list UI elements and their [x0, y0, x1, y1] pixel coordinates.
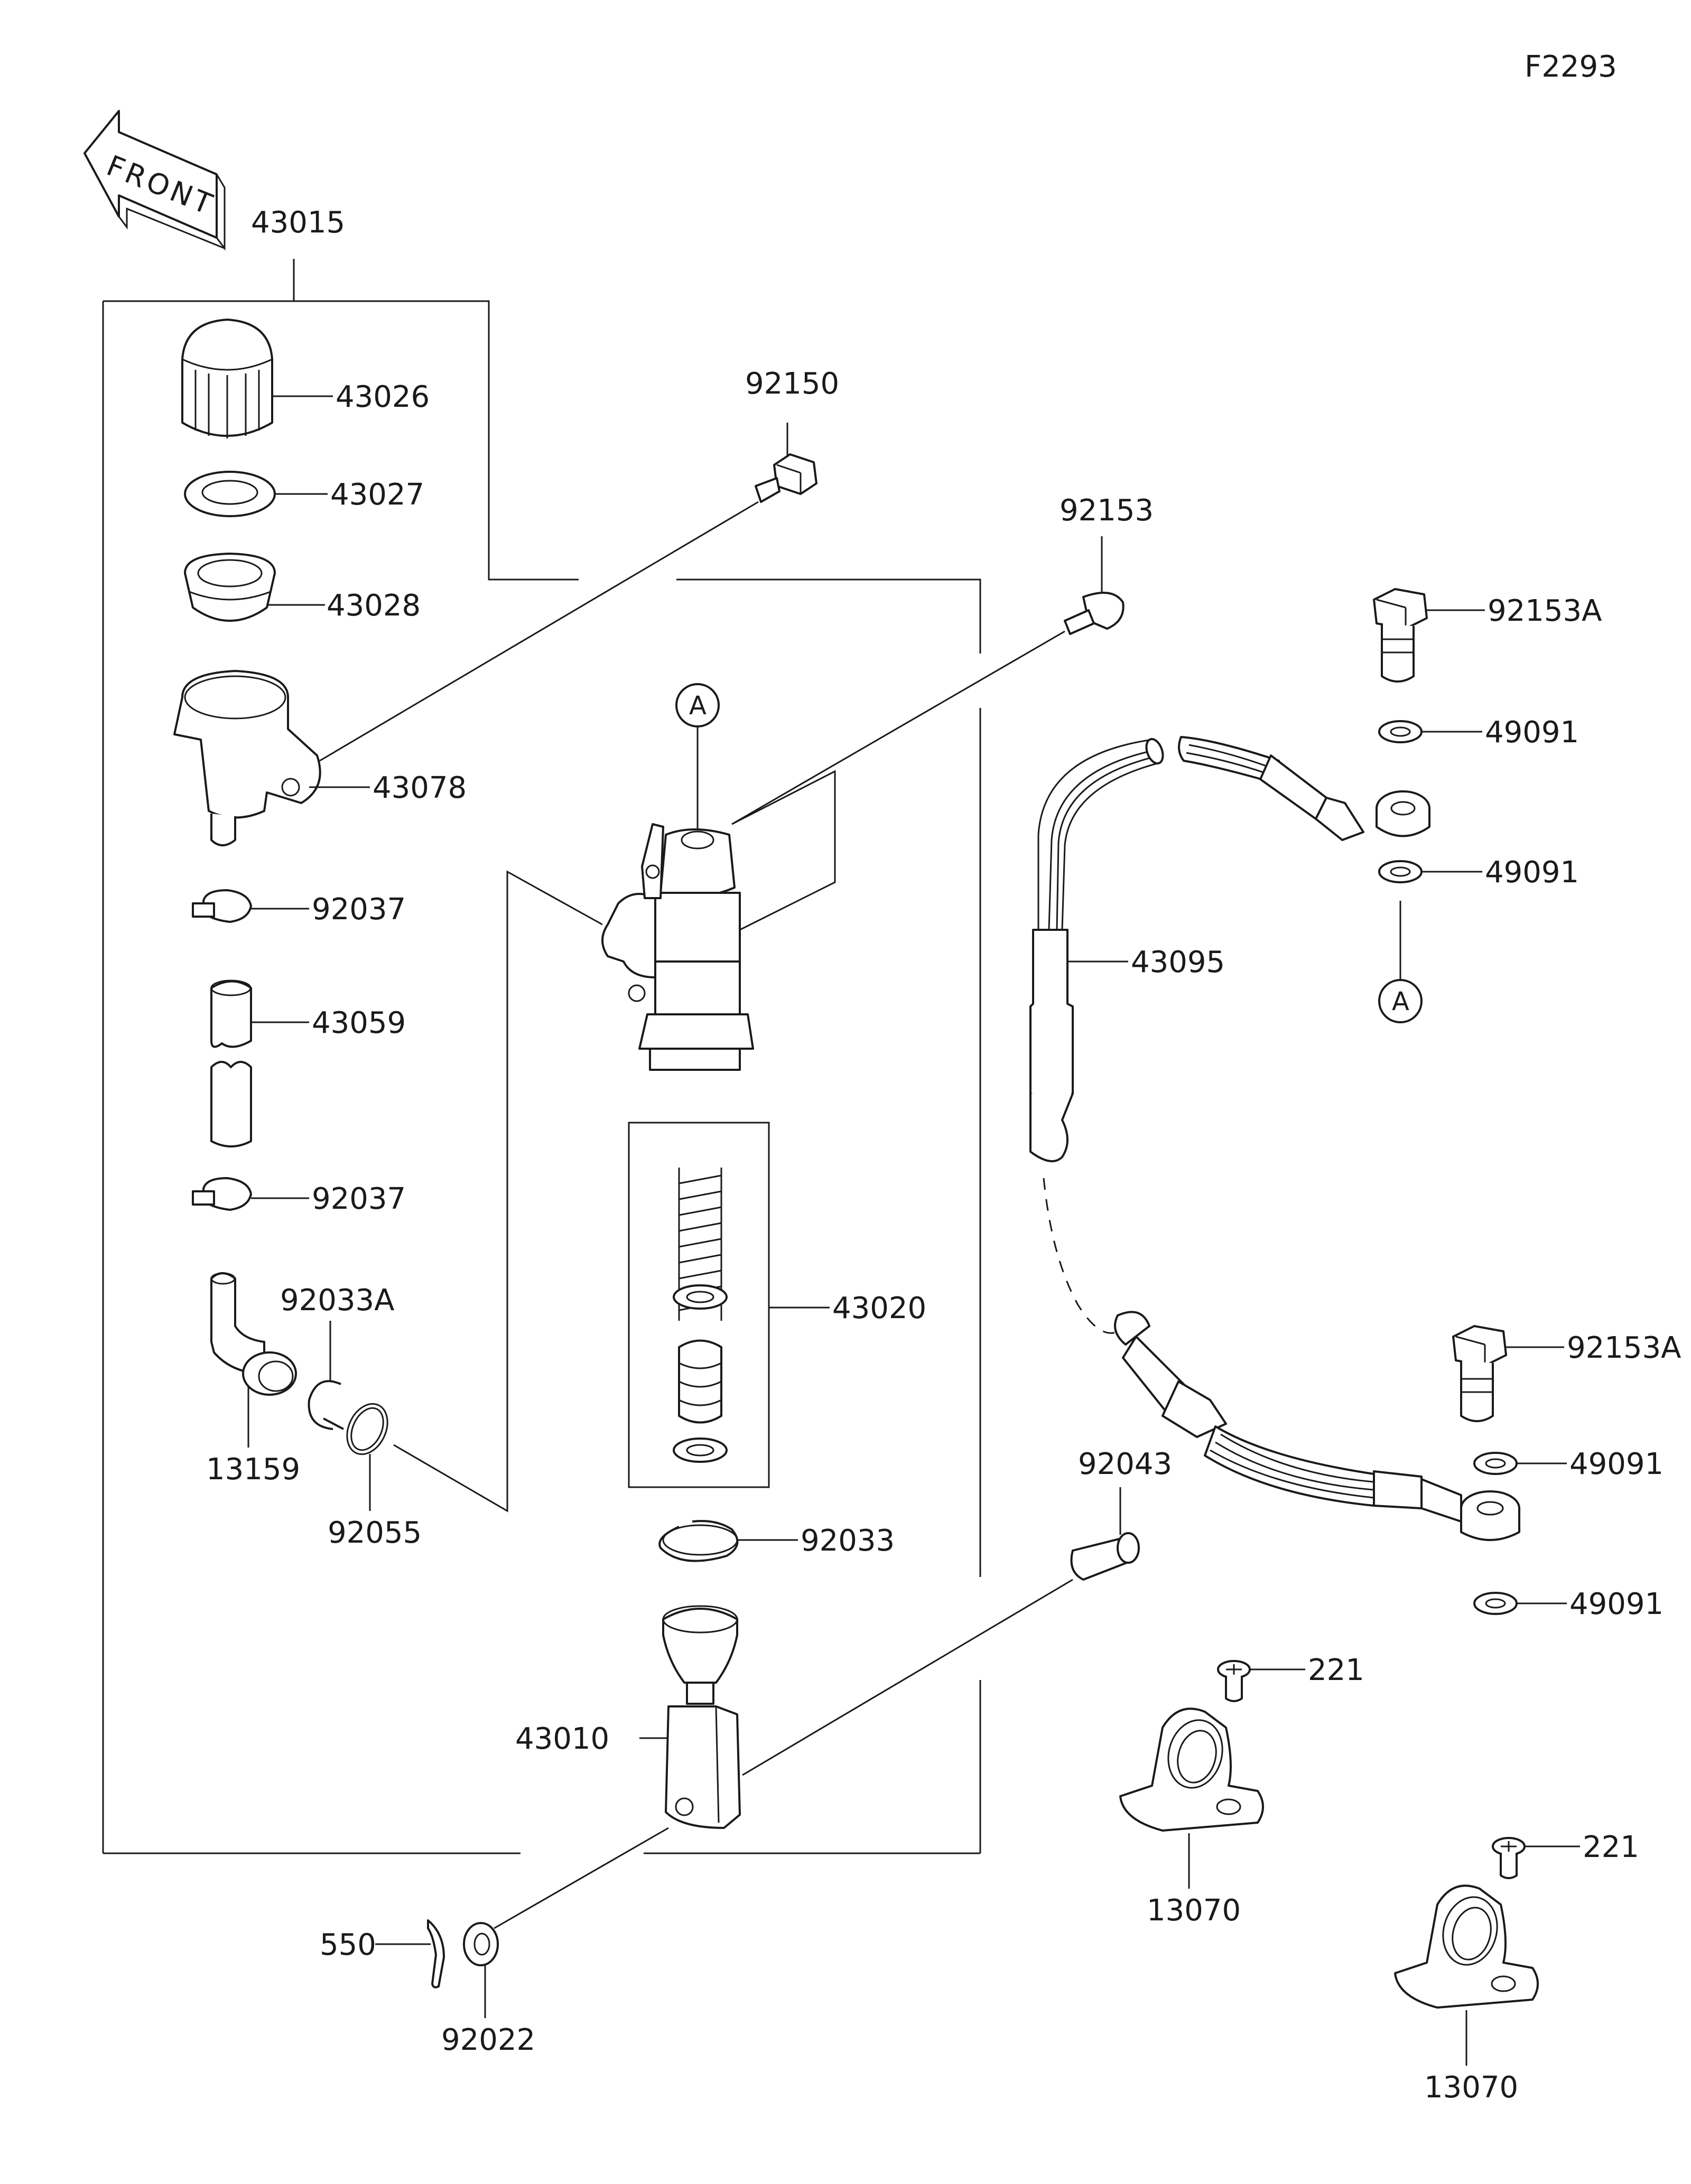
label-92033: 92033 — [801, 1524, 895, 1558]
leader-o-ring-to-cylinder — [393, 870, 603, 1513]
diaphragm-43028 — [184, 553, 325, 622]
label-92153A-bottom: 92153A — [1567, 1331, 1681, 1365]
washer-49091-3 — [1473, 1452, 1567, 1475]
label-550: 550 — [320, 1928, 376, 1962]
label-92037-upper: 92037 — [312, 892, 406, 927]
washer-92022 — [463, 1922, 499, 2018]
reference-a-text-1: A — [689, 691, 707, 721]
label-92153A-top: 92153A — [1488, 594, 1602, 628]
label-49091-4: 49091 — [1569, 1587, 1664, 1621]
label-13159: 13159 — [206, 1452, 300, 1487]
leader-cylinder-bracket — [731, 770, 836, 931]
label-43059: 43059 — [312, 1006, 406, 1040]
figure-code: F2293 — [1525, 50, 1617, 84]
label-92022: 92022 — [441, 2023, 535, 2057]
front-direction-arrow: FRONT — [83, 110, 226, 251]
bolt-92150 — [319, 423, 817, 762]
label-43078: 43078 — [373, 771, 467, 805]
washer-49091-1 — [1378, 720, 1482, 743]
label-49091-3: 49091 — [1569, 1447, 1664, 1481]
screw-92153 — [731, 536, 1125, 825]
label-13070-b: 13070 — [1424, 2070, 1518, 2105]
banjo-bolt-92153A-bottom — [1452, 1325, 1564, 1422]
label-92055: 92055 — [328, 1516, 422, 1550]
label-92153: 92153 — [1060, 493, 1154, 528]
screw-221-a — [1217, 1660, 1305, 1702]
reservoir-cap-43026 — [181, 319, 333, 438]
hose-43059 — [210, 979, 309, 1147]
brake-hose-43095 — [1029, 736, 1520, 1541]
assembly-bracket-43015 — [102, 259, 981, 1854]
diaphragm-plate-43027 — [184, 471, 328, 517]
hose-clamp-92037-lower — [192, 1177, 309, 1211]
circlip-92033A — [308, 1321, 344, 1430]
reference-a-text-2: A — [1392, 987, 1409, 1016]
label-43020: 43020 — [832, 1291, 926, 1326]
hose-guide-13070-b — [1394, 1884, 1539, 2066]
label-92037-lower: 92037 — [312, 1182, 406, 1216]
label-43010: 43010 — [515, 1722, 609, 1756]
label-13070-a: 13070 — [1147, 1893, 1241, 1928]
o-ring-92055 — [346, 1403, 388, 1511]
reference-marker-a-hose: A — [1378, 901, 1423, 1023]
label-43095: 43095 — [1131, 945, 1225, 979]
label-43026: 43026 — [336, 380, 430, 414]
circlip-92033 — [658, 1520, 798, 1562]
hose-guide-13070-a — [1119, 1707, 1264, 1889]
label-221-a: 221 — [1308, 1653, 1364, 1687]
leader-rod-to-washer — [494, 1827, 669, 1929]
washer-49091-2 — [1378, 860, 1482, 883]
elbow-fitting-13159 — [210, 1272, 297, 1448]
label-92150: 92150 — [745, 367, 839, 401]
screw-221-b — [1492, 1837, 1580, 1879]
hose-clamp-92037-upper — [192, 889, 309, 923]
cotter-pin-550 — [375, 1919, 445, 1989]
label-92043: 92043 — [1078, 1447, 1172, 1481]
reservoir-43078 — [173, 670, 370, 846]
label-221-b: 221 — [1583, 1830, 1639, 1864]
push-rod-43010 — [639, 1605, 741, 1829]
reference-marker-a-cylinder: A — [675, 683, 720, 829]
label-92033A: 92033A — [280, 1283, 394, 1318]
label-43028: 43028 — [327, 589, 421, 623]
label-49091-1: 49091 — [1485, 715, 1579, 750]
washer-49091-4 — [1473, 1592, 1567, 1615]
label-43027: 43027 — [330, 478, 424, 512]
master-cylinder-body — [601, 823, 754, 1071]
label-49091-2: 49091 — [1485, 855, 1579, 890]
pin-92043 — [742, 1487, 1140, 1776]
label-43015: 43015 — [251, 206, 345, 240]
banjo-bolt-92153A-top — [1373, 588, 1485, 683]
piston-kit-43020 — [628, 1122, 830, 1488]
